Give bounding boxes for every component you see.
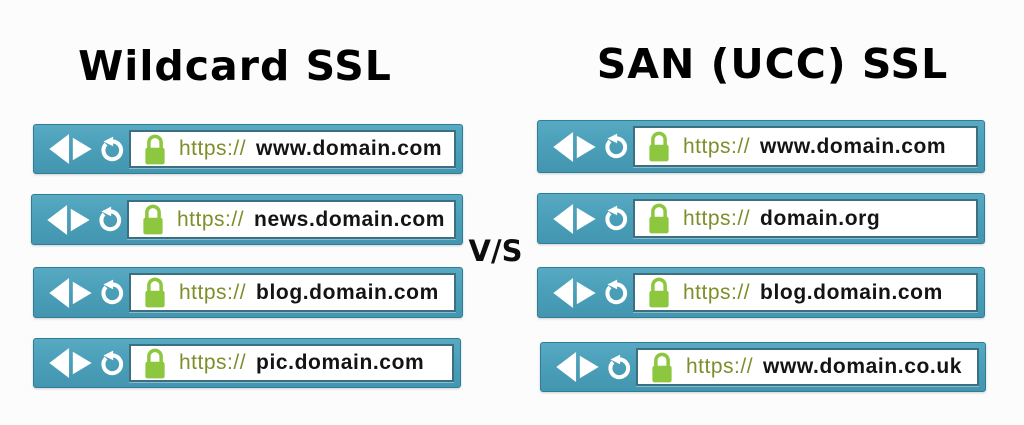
versus-label: V/S [468,234,523,268]
nav-buttons [32,195,127,244]
back-forward-icon [556,351,599,383]
browser-address-bar: https:// www.domain.co.uk [540,342,986,392]
refresh-icon [97,278,126,307]
url-domain: news.domain.com [254,207,446,231]
nav-buttons [34,339,129,387]
browser-address-bar: https:// domain.org [537,193,985,244]
back-forward-icon [49,347,92,379]
padlock-icon [650,352,674,384]
back-forward-icon [49,133,92,165]
url-scheme: https:// [177,207,245,231]
back-forward-icon [47,204,90,235]
url-scheme: https:// [179,351,247,374]
refresh-icon [97,135,126,164]
url-field: https:// news.domain.com [127,200,456,239]
url-domain: www.domain.com [256,137,443,160]
url-scheme: https:// [683,206,751,230]
padlock-icon [143,134,167,166]
browser-address-bar: https:// news.domain.com [31,194,463,245]
nav-buttons [541,343,636,391]
browser-address-bar: https:// pic.domain.com [33,338,461,388]
url-field: https:// www.domain.co.uk [636,348,979,386]
padlock-icon [647,131,671,164]
url-field: https:// blog.domain.com [633,273,978,312]
refresh-icon [97,349,126,378]
url-field: https:// www.domain.com [633,126,978,167]
browser-address-bar: https:// www.domain.com [33,124,463,174]
nav-buttons [538,268,633,317]
padlock-icon [143,348,167,380]
nav-buttons [34,125,129,173]
back-forward-icon [553,131,596,162]
refresh-icon [604,353,633,382]
refresh-icon [95,205,124,234]
url-domain: blog.domain.com [256,280,439,304]
padlock-icon [647,277,671,310]
nav-buttons [34,268,129,317]
refresh-icon [601,278,630,307]
url-scheme: https:// [179,137,247,160]
browser-address-bar: https:// blog.domain.com [537,267,985,318]
url-domain: domain.org [760,206,881,230]
url-field: https:// pic.domain.com [129,344,454,382]
url-domain: blog.domain.com [760,280,943,304]
nav-buttons [538,194,633,243]
refresh-icon [601,132,630,161]
browser-address-bar: https:// blog.domain.com [33,267,463,318]
nav-buttons [538,121,633,172]
url-field: https:// www.domain.com [129,130,456,168]
column-title-wildcard: Wildcard SSL [78,42,392,90]
browser-address-bar: https:// www.domain.com [537,120,985,173]
padlock-icon [143,277,167,310]
url-scheme: https:// [683,280,751,304]
url-scheme: https:// [179,280,247,304]
back-forward-icon [553,203,596,234]
url-scheme: https:// [683,134,751,158]
url-domain: www.domain.com [760,134,947,158]
back-forward-icon [49,277,92,308]
padlock-icon [141,204,165,237]
back-forward-icon [553,277,596,308]
url-field: https:// blog.domain.com [129,273,456,312]
url-scheme: https:// [686,355,754,378]
url-domain: pic.domain.com [256,351,425,374]
url-domain: www.domain.co.uk [763,355,963,378]
column-title-san: SAN (UCC) SSL [596,40,949,88]
padlock-icon [647,203,671,236]
url-field: https:// domain.org [633,199,978,238]
refresh-icon [601,204,630,233]
